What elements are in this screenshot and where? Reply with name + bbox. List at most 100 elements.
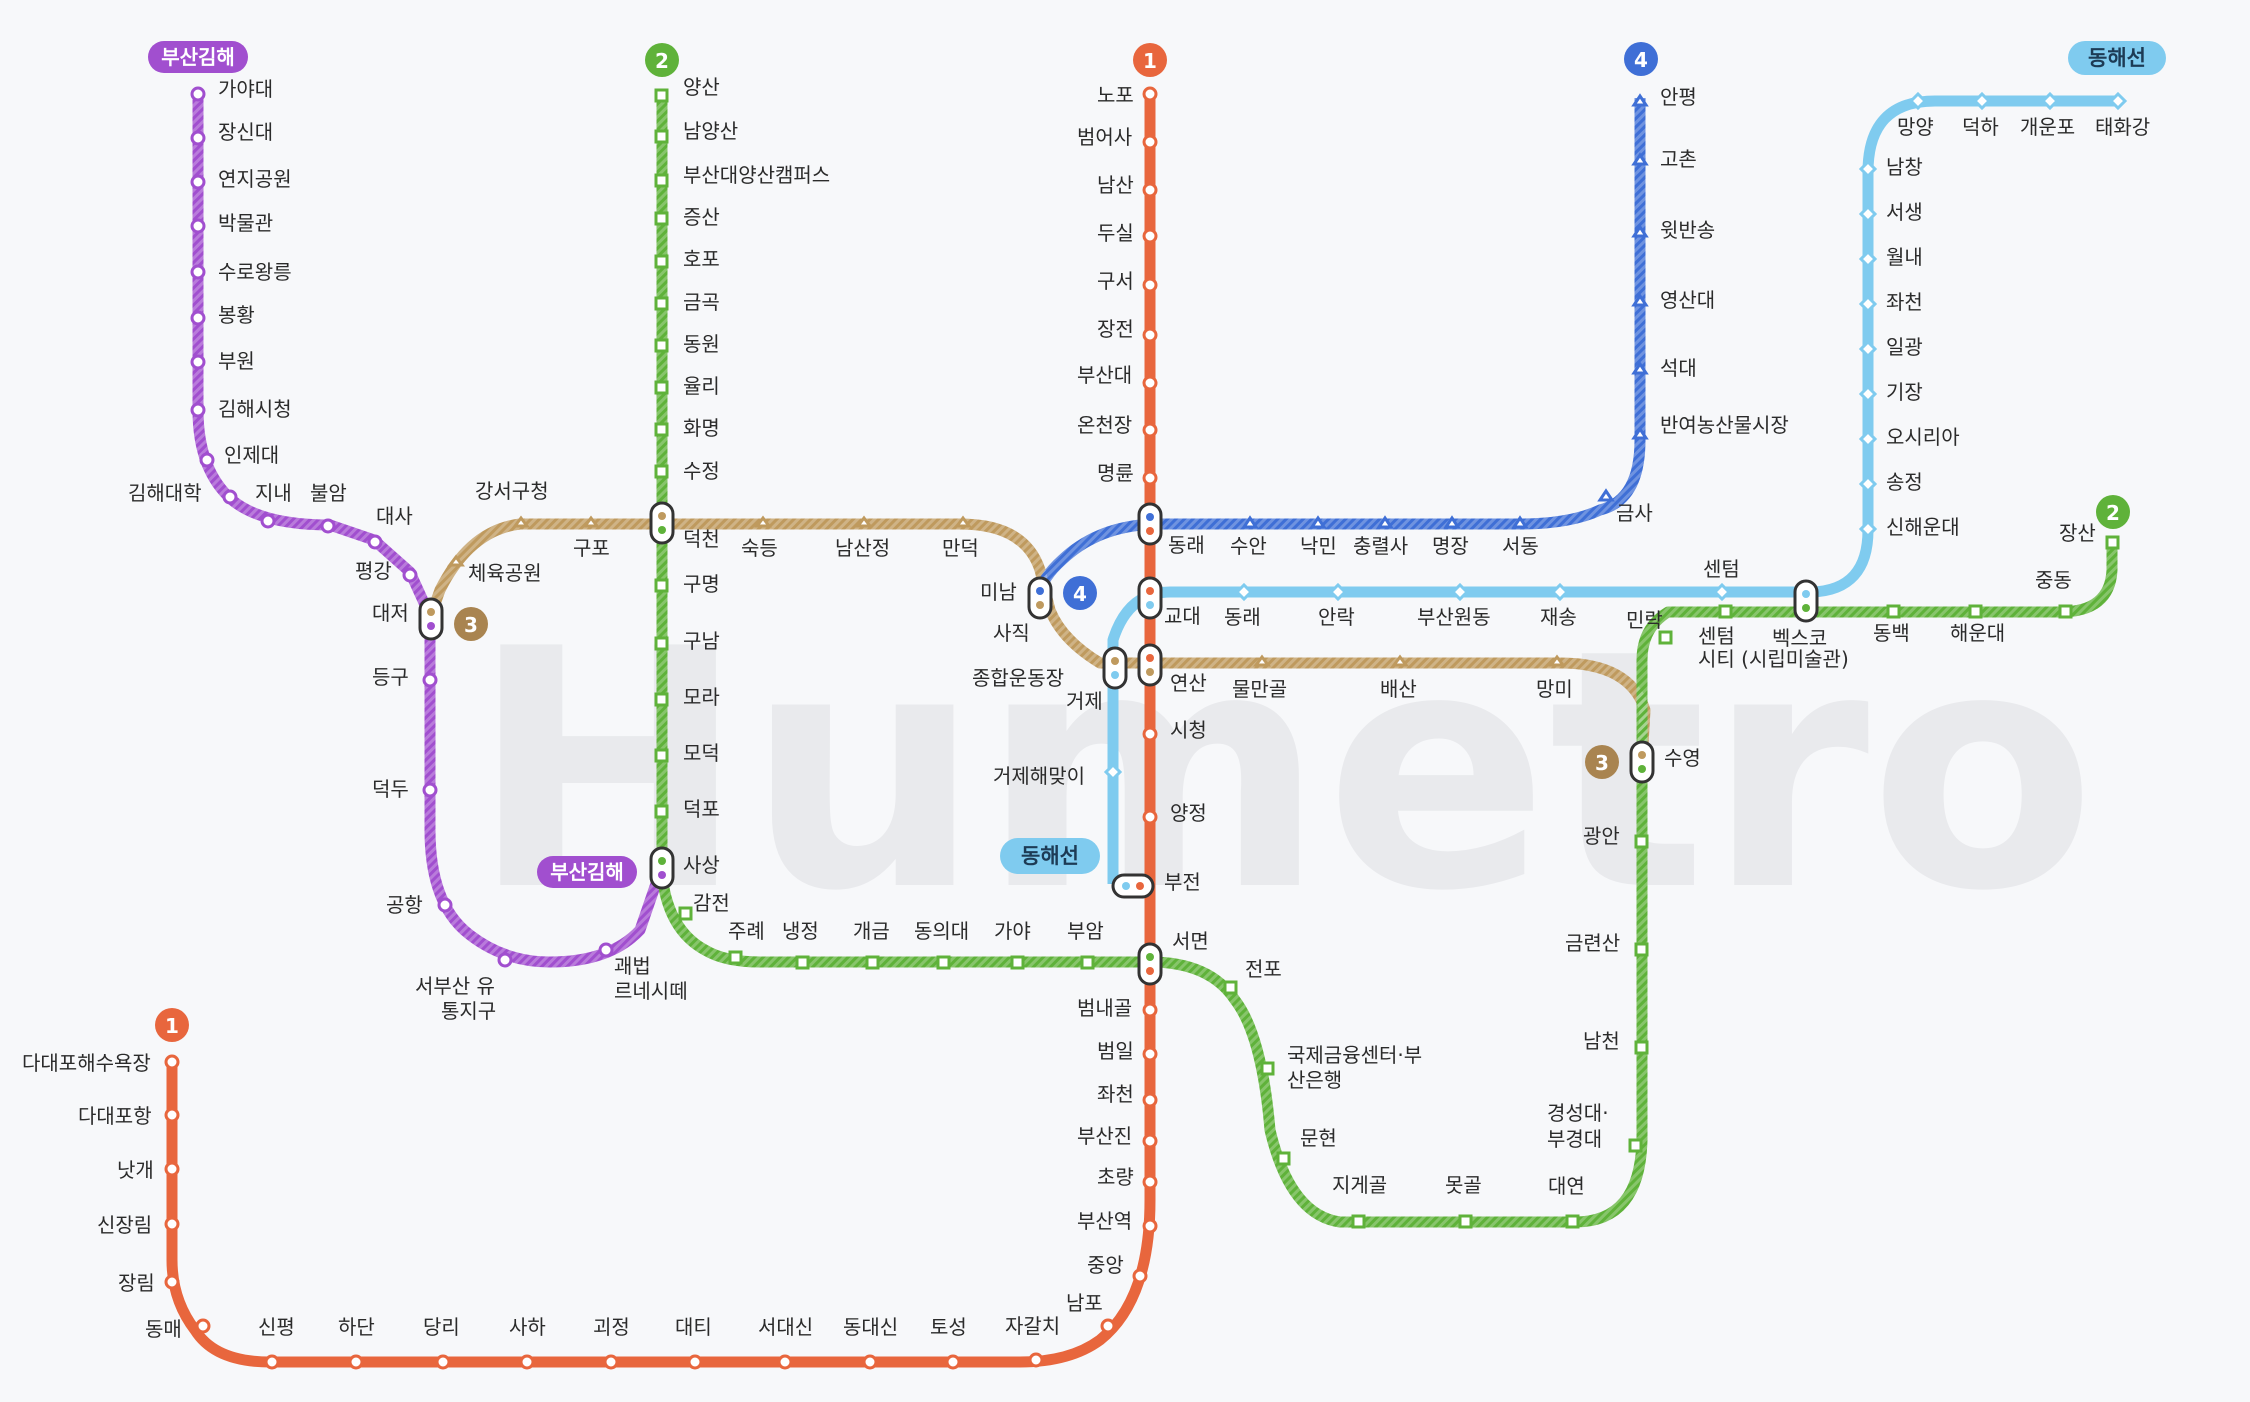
station-label[interactable]: 수영 xyxy=(1664,746,1701,770)
station-label[interactable]: 남산정 xyxy=(835,536,890,560)
station-label[interactable]: 서동 xyxy=(1502,534,1539,558)
station-label[interactable]: 당리 xyxy=(423,1315,460,1339)
station-label[interactable]: 모라 xyxy=(683,685,720,709)
station-label[interactable]: 숙등 xyxy=(741,536,778,560)
transfer-daejeo[interactable] xyxy=(418,597,444,641)
station-label[interactable]: 부산역 xyxy=(1077,1209,1132,1233)
station-label[interactable]: 민락 xyxy=(1626,608,1663,632)
station-label[interactable]: 수로왕릉 xyxy=(218,260,292,284)
station-label[interactable]: 서부산 유 xyxy=(415,974,495,998)
station-label[interactable]: 부산대 xyxy=(1077,363,1132,387)
station-label[interactable]: 대티 xyxy=(675,1315,712,1339)
line3-badge-left[interactable]: 3 xyxy=(454,607,488,641)
station-label[interactable]: 석대 xyxy=(1660,356,1697,380)
station-label[interactable]: 동의대 xyxy=(914,919,969,943)
station-label[interactable]: 부전 xyxy=(1164,870,1201,894)
station-label[interactable]: 토성 xyxy=(930,1315,967,1339)
station-label[interactable]: 부원 xyxy=(218,349,255,373)
station-label[interactable]: 구포 xyxy=(573,536,610,560)
station-label[interactable]: 남천 xyxy=(1583,1029,1620,1053)
transfer-sasang[interactable] xyxy=(649,846,675,890)
station-label[interactable]: 괘법 xyxy=(614,954,651,978)
station-label[interactable]: 양산 xyxy=(683,75,720,99)
station-label[interactable]: 센텀 xyxy=(1703,557,1740,581)
station-label[interactable]: 기장 xyxy=(1886,380,1923,404)
station-label[interactable]: 망양 xyxy=(1897,115,1934,139)
station-label[interactable]: 종합운동장 xyxy=(972,666,1064,690)
station-label[interactable]: 하단 xyxy=(338,1315,375,1339)
station-label[interactable]: 수안 xyxy=(1230,534,1267,558)
station-label[interactable]: 주례 xyxy=(728,919,765,943)
station-label[interactable]: 봉황 xyxy=(218,303,255,327)
station-label[interactable]: 동대신 xyxy=(843,1315,898,1339)
station-label[interactable]: 통지구 xyxy=(441,999,496,1023)
station-label[interactable]: 모덕 xyxy=(683,741,720,765)
station-label[interactable]: 공항 xyxy=(386,893,423,917)
station-label[interactable]: 윗반송 xyxy=(1660,218,1715,242)
station-label[interactable]: 배산 xyxy=(1380,677,1417,701)
station-label[interactable]: 물만골 xyxy=(1232,677,1287,701)
station-label[interactable]: 서대신 xyxy=(758,1315,813,1339)
station-label[interactable]: 신장림 xyxy=(97,1213,152,1237)
station-label[interactable]: 교대 xyxy=(1164,604,1201,628)
station-label[interactable]: 못골 xyxy=(1445,1173,1482,1197)
station-label[interactable]: 다대포항 xyxy=(78,1104,152,1128)
station-label[interactable]: 감전 xyxy=(693,891,730,915)
station-label[interactable]: 좌천 xyxy=(1886,290,1923,314)
station-label[interactable]: 장전 xyxy=(1097,317,1134,341)
station-label[interactable]: 인제대 xyxy=(224,443,279,467)
station-label[interactable]: 지내 xyxy=(255,481,292,505)
station-label[interactable]: 수정 xyxy=(683,459,720,483)
station-label[interactable]: 안락 xyxy=(1318,605,1355,629)
bgl-badge-top[interactable]: 부산김해 xyxy=(148,41,248,73)
station-label[interactable]: 냉정 xyxy=(782,919,819,943)
station-label[interactable]: 영산대 xyxy=(1660,288,1715,312)
station-label[interactable]: 초량 xyxy=(1097,1165,1134,1189)
station-label[interactable]: 반여농산물시장 xyxy=(1660,413,1789,437)
station-label[interactable]: 장림 xyxy=(118,1271,155,1295)
station-label[interactable]: 김해시청 xyxy=(218,397,292,421)
line1-badge-bottom[interactable]: 1 xyxy=(155,1008,189,1042)
transfer-yeonsan[interactable] xyxy=(1137,643,1163,687)
line2-badge-top[interactable]: 2 xyxy=(645,43,679,77)
station-label[interactable]: 체육공원 xyxy=(468,561,542,585)
station-label[interactable]: 문현 xyxy=(1300,1126,1337,1150)
line1-badge-top[interactable]: 1 xyxy=(1133,43,1167,77)
station-label[interactable]: 장신대 xyxy=(218,120,273,144)
station-label[interactable]: 안평 xyxy=(1660,85,1697,109)
donghae-badge-mid[interactable]: 동해선 xyxy=(1000,838,1100,874)
transfer-bexco[interactable] xyxy=(1793,579,1819,623)
station-label[interactable]: 만덕 xyxy=(942,536,979,560)
station-label[interactable]: 개금 xyxy=(853,919,890,943)
station-label[interactable]: 시청 xyxy=(1170,718,1207,742)
station-label[interactable]: 남산 xyxy=(1097,173,1134,197)
station-label[interactable]: 신해운대 xyxy=(1886,515,1960,539)
station-label[interactable]: 연산 xyxy=(1170,671,1207,695)
line4-badge-mid[interactable]: 4 xyxy=(1063,576,1097,610)
station-label[interactable]: 명륜 xyxy=(1097,461,1134,485)
transfer-seomyeon[interactable] xyxy=(1137,942,1163,986)
station-label[interactable]: 미남 xyxy=(980,580,1017,604)
station-label[interactable]: 월내 xyxy=(1886,245,1923,269)
bgl-badge-mid[interactable]: 부산김해 xyxy=(537,856,637,888)
station-label[interactable]: 센텀 xyxy=(1698,624,1735,648)
station-label[interactable]: 등구 xyxy=(372,665,409,689)
station-label[interactable]: 부경대 xyxy=(1547,1127,1602,1151)
transfer-geoje[interactable] xyxy=(1102,646,1128,690)
station-label[interactable]: 신평 xyxy=(258,1315,295,1339)
station-label[interactable]: 강서구청 xyxy=(475,479,549,503)
station-label[interactable]: 벡스코 xyxy=(1772,626,1827,650)
station-label[interactable]: 르네시떼 xyxy=(614,979,688,1003)
transfer-gyodae[interactable] xyxy=(1137,576,1163,620)
station-label[interactable]: 덕두 xyxy=(372,777,409,801)
station-label[interactable]: 고촌 xyxy=(1660,147,1697,171)
station-label[interactable]: 중동 xyxy=(2035,568,2072,592)
station-label[interactable]: 구남 xyxy=(683,629,720,653)
station-label[interactable]: 양정 xyxy=(1170,801,1207,825)
line4-badge-top[interactable]: 4 xyxy=(1624,42,1658,76)
station-label[interactable]: 남포 xyxy=(1066,1291,1103,1315)
station-label[interactable]: 사직 xyxy=(993,621,1030,645)
station-label[interactable]: 구명 xyxy=(683,572,720,596)
station-label[interactable]: 불암 xyxy=(310,481,347,505)
station-label[interactable]: 동래 xyxy=(1224,605,1261,629)
